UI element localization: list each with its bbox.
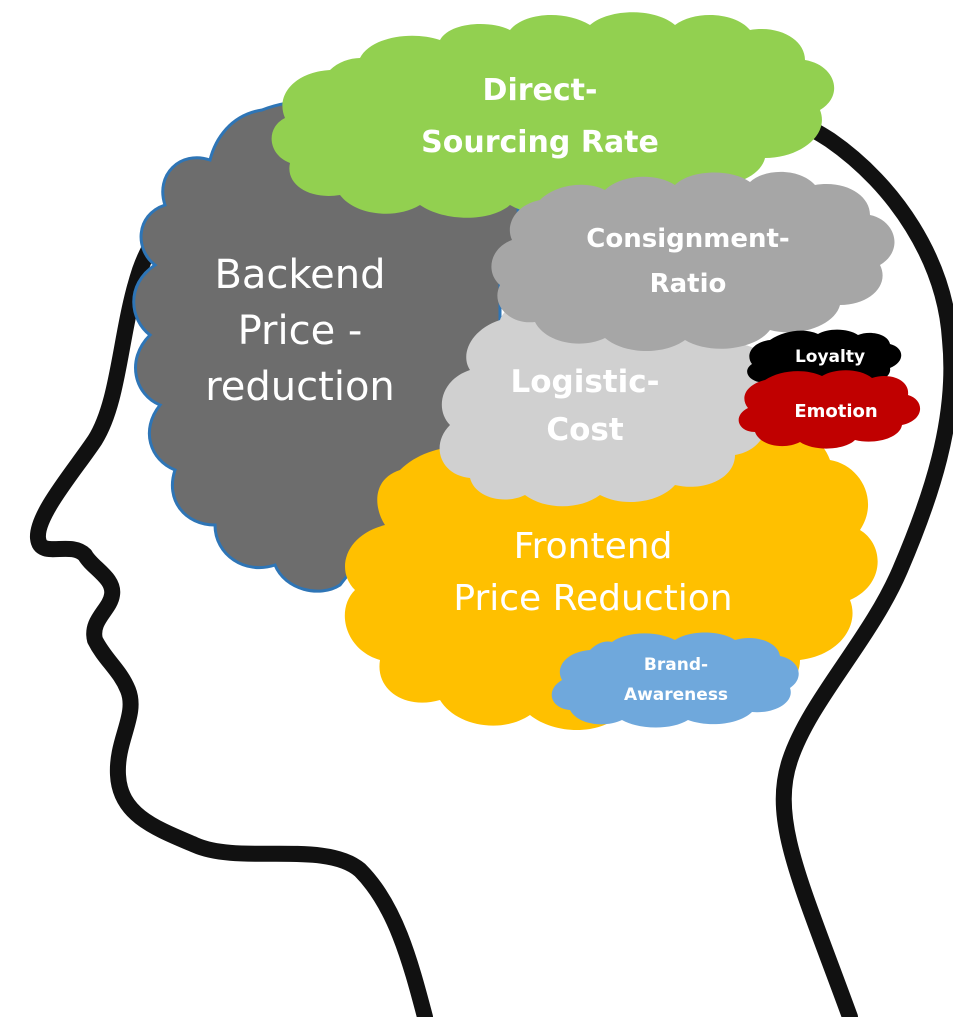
direct-sourcing-rate-cloud: Direct- Sourcing Rate bbox=[271, 12, 835, 218]
emotion-cloud: Emotion bbox=[738, 370, 921, 449]
cloud-label-line: Awareness bbox=[624, 685, 728, 705]
cloud-label-line: Price - bbox=[238, 308, 363, 354]
cloud-label-line: Consignment- bbox=[586, 224, 789, 254]
cloud-label-line: Cost bbox=[546, 412, 623, 448]
brand-awareness-cloud: Brand- Awareness bbox=[551, 632, 799, 728]
cloud-label-line: Logistic- bbox=[510, 364, 659, 400]
cloud-label-line: reduction bbox=[205, 364, 395, 410]
cloud-label-line: Direct- bbox=[483, 73, 598, 108]
cloud-label-line: Emotion bbox=[794, 401, 877, 422]
consignment-ratio-cloud: Consignment- Ratio bbox=[491, 171, 895, 352]
cloud-label-line: Loyalty bbox=[795, 347, 865, 367]
cloud-label-line: Ratio bbox=[650, 269, 727, 299]
cloud-label-line: Brand- bbox=[644, 655, 708, 675]
cloud-label-line: Sourcing Rate bbox=[421, 125, 659, 160]
cloud-label-line: Price Reduction bbox=[453, 578, 732, 619]
head-outline bbox=[30, 50, 953, 1017]
logistic-cost-cloud: Logistic- Cost bbox=[439, 298, 773, 507]
cloud-label-line: Backend bbox=[214, 252, 385, 298]
cloud-label-line: Frontend bbox=[514, 526, 673, 567]
